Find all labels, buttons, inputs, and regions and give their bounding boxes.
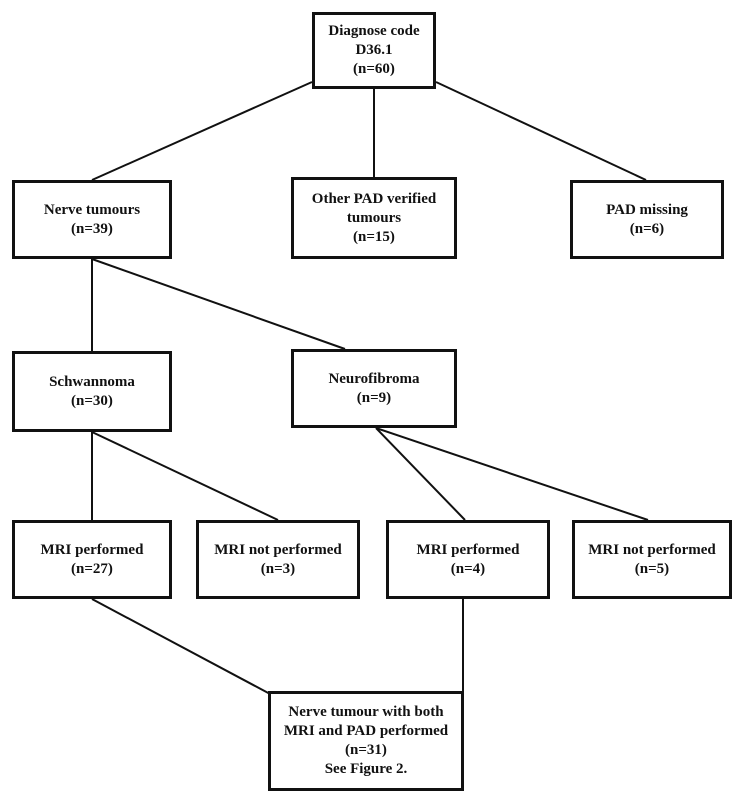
- node-nerve-tumour-mri-and-pad-line-3: (n=31): [345, 742, 387, 758]
- node-neurofibroma-mri-not-performed-line-1: MRI not performed: [588, 541, 716, 558]
- connector-neurofibroma-nomri: [375, 427, 649, 521]
- node-schwannoma-line-2: (n=30): [71, 392, 113, 409]
- connector-schwmri-final: [91, 598, 273, 696]
- node-pad-missing: PAD missing (n=6): [570, 180, 724, 259]
- node-neurofibroma-mri-not-performed-line-2: (n=5): [634, 560, 670, 577]
- node-nerve-tumour-mri-and-pad: Nerve tumour with both MRI and PAD perfo…: [268, 691, 464, 791]
- node-neurofibroma-line-2: (n=9): [356, 389, 392, 406]
- node-other-pad-verified: Other PAD verified tumours (n=15): [291, 177, 457, 259]
- node-schwannoma-mri-not-performed-line-1: MRI not performed: [214, 541, 342, 558]
- node-neurofibroma-mri-performed: MRI performed (n=4): [386, 520, 550, 599]
- node-schwannoma: Schwannoma (n=30): [12, 351, 172, 432]
- node-nerve-tumour-mri-and-pad-line-4: See Figure 2.: [324, 761, 408, 777]
- node-other-pad-verified-line-3: (n=15): [353, 228, 395, 245]
- connector-schwannoma-nomri: [91, 431, 279, 521]
- node-other-pad-verified-line-2: tumours: [346, 209, 402, 226]
- node-nerve-tumours-line-1: Nerve tumours: [43, 201, 141, 218]
- connector-root-nerve: [91, 81, 313, 181]
- node-schwannoma-mri-performed-line-1: MRI performed: [40, 541, 144, 558]
- node-neurofibroma-line-1: Neurofibroma: [328, 370, 420, 387]
- connector-root-missing: [435, 81, 647, 181]
- node-schwannoma-mri-performed: MRI performed (n=27): [12, 520, 172, 599]
- node-nerve-tumour-mri-and-pad-line-1: Nerve tumour with both: [288, 704, 444, 720]
- node-diagnose-code-line-1: Diagnose code: [328, 23, 420, 39]
- node-schwannoma-mri-performed-line-2: (n=27): [71, 560, 113, 577]
- node-other-pad-verified-line-1: Other PAD verified: [311, 190, 437, 207]
- node-neurofibroma-mri-performed-line-1: MRI performed: [416, 541, 520, 558]
- node-pad-missing-line-2: (n=6): [629, 220, 665, 237]
- node-diagnose-code: Diagnose code D36.1 (n=60): [312, 12, 436, 89]
- node-diagnose-code-line-2: D36.1: [355, 42, 393, 58]
- node-pad-missing-line-1: PAD missing: [606, 201, 688, 218]
- node-neurofibroma-mri-performed-line-2: (n=4): [450, 560, 486, 577]
- node-schwannoma-mri-not-performed: MRI not performed (n=3): [196, 520, 360, 599]
- connector-neurofibroma-mri: [375, 427, 466, 521]
- node-schwannoma-mri-not-performed-line-2: (n=3): [260, 560, 296, 577]
- node-nerve-tumour-mri-and-pad-line-2: MRI and PAD performed: [283, 723, 449, 739]
- node-neurofibroma: Neurofibroma (n=9): [291, 349, 457, 428]
- node-schwannoma-line-1: Schwannoma: [49, 373, 135, 390]
- connector-nerve-neurofibroma: [91, 258, 346, 350]
- node-nerve-tumours-line-2: (n=39): [71, 220, 113, 237]
- node-diagnose-code-line-3: (n=60): [353, 61, 395, 77]
- node-neurofibroma-mri-not-performed: MRI not performed (n=5): [572, 520, 732, 599]
- node-nerve-tumours: Nerve tumours (n=39): [12, 180, 172, 259]
